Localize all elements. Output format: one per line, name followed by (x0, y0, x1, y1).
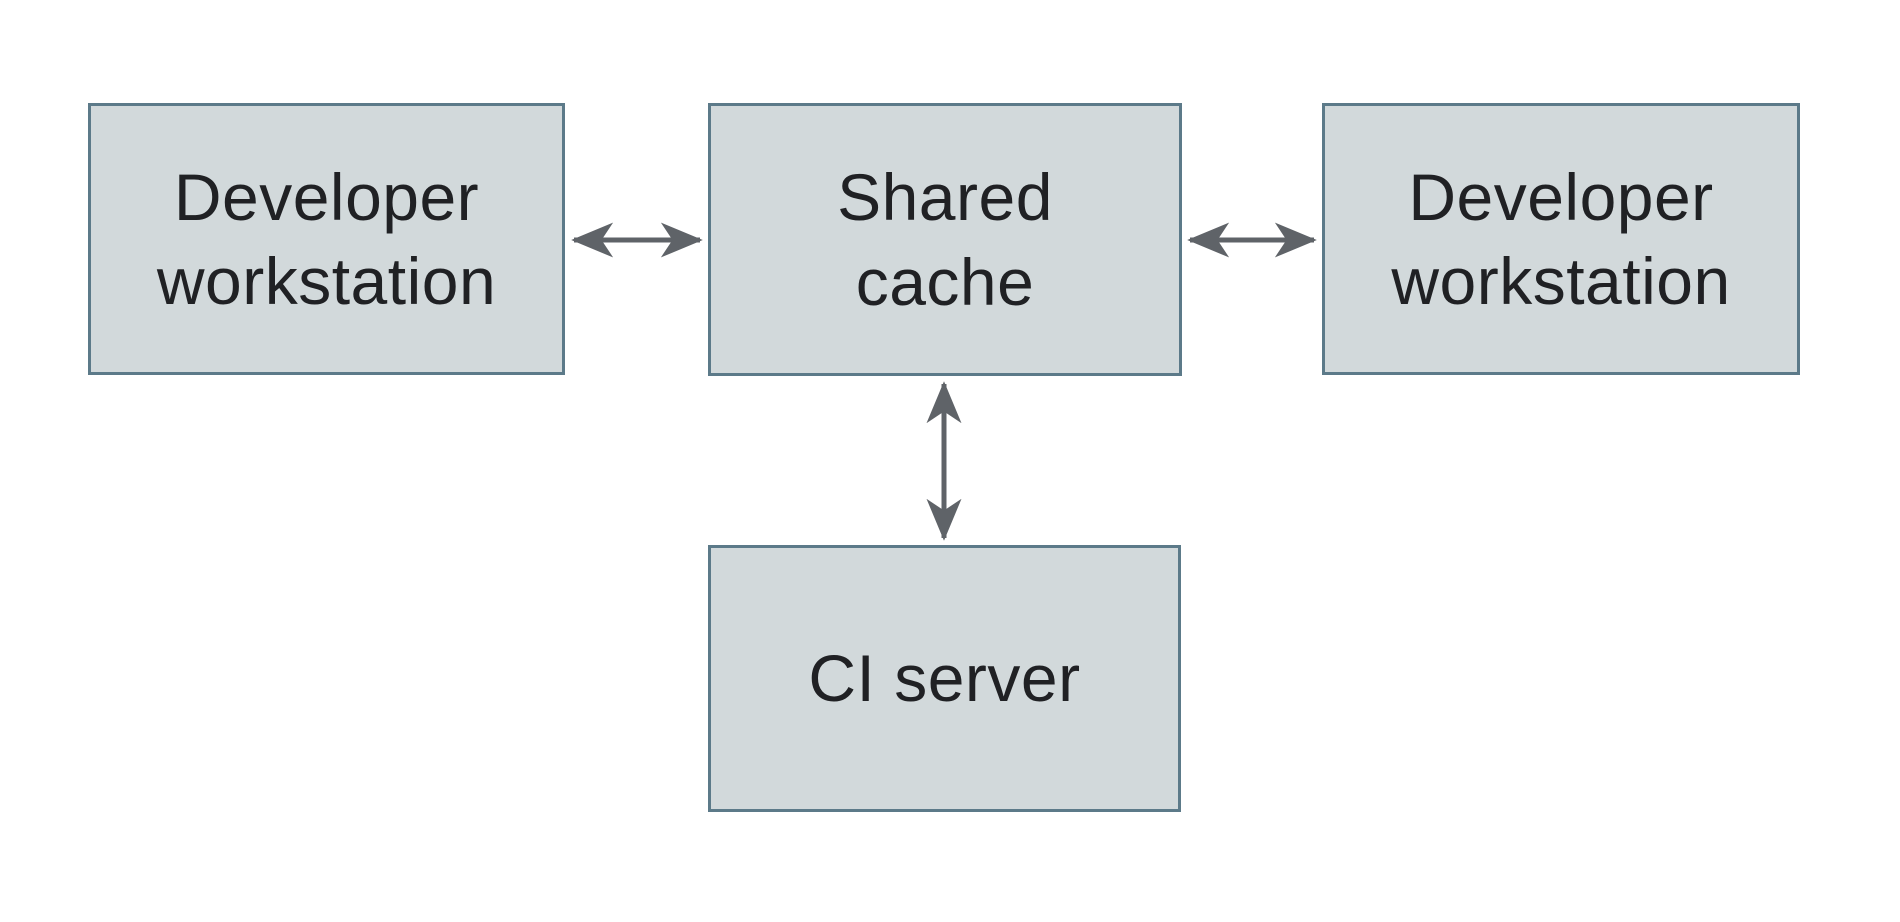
node-label-line: Developer (1408, 159, 1714, 234)
node-label-line: Shared (837, 160, 1053, 235)
node-developer-workstation-right: Developer workstation (1322, 103, 1800, 375)
node-label-line: workstation (156, 244, 497, 318)
node-label-line: CI server (808, 641, 1081, 716)
node-ci-server: CI server (708, 545, 1181, 812)
node-shared-cache: Shared cache (708, 103, 1182, 376)
node-developer-workstation-left: Developer workstation (88, 103, 565, 375)
node-label-line: Developer (173, 159, 480, 234)
node-label-line: cache (855, 244, 1035, 319)
node-label-line: workstation (1391, 244, 1731, 318)
